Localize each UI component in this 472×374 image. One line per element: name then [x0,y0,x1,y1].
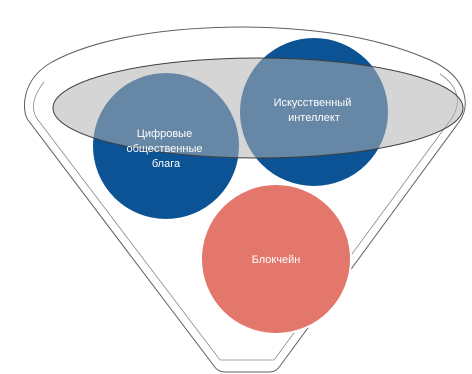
label-artificial-intelligence: Искусственный интеллект [274,97,355,124]
label-blockchain: Блокчейн [252,254,301,266]
funnel-inner-outline [33,73,458,361]
circle-blockchain [200,183,352,335]
funnel-rim [52,57,464,159]
label-digital-public-goods: Цифровые общественные блага [126,128,205,170]
